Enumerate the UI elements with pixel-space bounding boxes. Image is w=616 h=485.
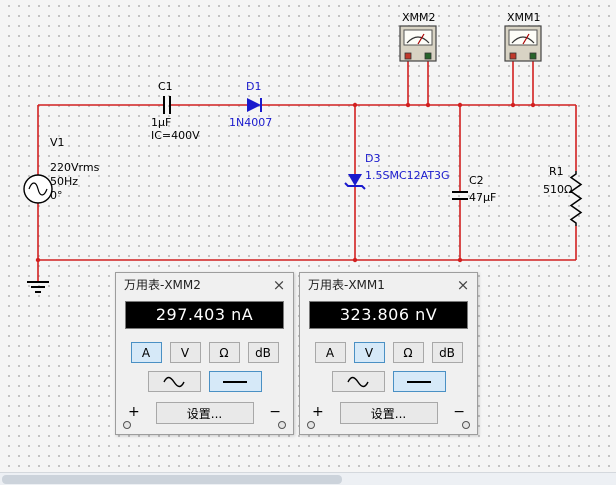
junction-dot (510, 102, 516, 108)
junction-dot (35, 257, 41, 263)
junction-dot (457, 102, 463, 108)
dialog-title: 万用表-XMM1 (308, 278, 385, 292)
xmm1-label: XMM1 (507, 11, 541, 24)
junction-dot (405, 102, 411, 108)
multimeter-xmm2-icon[interactable] (399, 25, 437, 62)
meter-reading-display: 323.806 nV (309, 301, 468, 329)
c1-ref-label: C1 (158, 80, 173, 93)
capacitor-c1-symbol[interactable] (163, 96, 171, 114)
mode-button-amps[interactable]: A (314, 342, 346, 363)
c1-value-label: 1µF (151, 116, 172, 129)
positive-terminal-label: + (128, 404, 140, 420)
sine-wave-icon (163, 376, 185, 387)
xmm2-label: XMM2 (402, 11, 436, 24)
dialog-footer: + 设置... − (116, 402, 293, 426)
ac-mode-button[interactable] (331, 371, 385, 392)
capacitor-c2-symbol[interactable] (452, 191, 468, 200)
resistor-r1-symbol[interactable] (569, 171, 583, 226)
negative-terminal-label: − (453, 404, 465, 420)
close-icon[interactable]: × (272, 275, 286, 294)
negative-jack[interactable] (278, 421, 286, 429)
scrollbar-thumb[interactable] (2, 475, 342, 484)
junction-dot (530, 102, 536, 108)
waveform-button-row (300, 371, 477, 392)
v1-freq-label: 50Hz (50, 175, 79, 188)
r1-ref-label: R1 (549, 165, 564, 178)
dc-line-icon (223, 380, 247, 383)
meter-needle-icon (417, 33, 425, 45)
junction-dot (457, 257, 463, 263)
junction-dot (352, 257, 358, 263)
v1-ref-label: V1 (50, 136, 65, 149)
positive-jack[interactable] (307, 421, 315, 429)
waveform-button-row (116, 371, 293, 392)
d3-part-label: 1.5SMC12AT3G (365, 169, 450, 182)
mode-button-db[interactable]: dB (247, 342, 279, 363)
positive-terminal[interactable] (404, 52, 412, 60)
diode-d1-symbol[interactable] (247, 98, 262, 112)
junction-dot (352, 102, 358, 108)
meter-needle-icon (522, 33, 530, 45)
dialog-footer: + 设置... − (300, 402, 477, 426)
positive-terminal[interactable] (509, 52, 517, 60)
ac-mode-button[interactable] (147, 371, 201, 392)
positive-jack[interactable] (123, 421, 131, 429)
junction-dot (425, 102, 431, 108)
d1-ref-label: D1 (246, 80, 262, 93)
sine-wave-icon (347, 376, 369, 387)
horizontal-scrollbar[interactable] (0, 472, 616, 485)
dc-line-icon (407, 380, 431, 383)
sine-wave-icon (28, 182, 48, 196)
ac-source-symbol[interactable] (23, 174, 53, 204)
r1-value-label: 510Ω (543, 183, 573, 196)
negative-terminal[interactable] (424, 52, 432, 60)
v1-phase-label: 0° (50, 189, 63, 202)
meter-reading-display: 297.403 nA (125, 301, 284, 329)
negative-terminal-label: − (269, 404, 281, 420)
multimeter-dialog-xmm2: 万用表-XMM2 × 297.403 nA A V Ω dB + 设置... − (115, 272, 294, 435)
meter-arc-icon (406, 36, 430, 44)
mode-button-ohms[interactable]: Ω (392, 342, 424, 363)
mode-button-row: A V Ω dB (116, 342, 293, 363)
multimeter-dialog-xmm1: 万用表-XMM1 × 323.806 nV A V Ω dB + 设置... − (299, 272, 478, 435)
positive-terminal-label: + (312, 404, 324, 420)
mode-button-volts[interactable]: V (353, 342, 385, 363)
ground-symbol[interactable] (27, 281, 49, 293)
negative-terminal[interactable] (529, 52, 537, 60)
multimeter-xmm1-icon[interactable] (504, 25, 542, 62)
dialog-titlebar[interactable]: 万用表-XMM1 × (300, 273, 477, 296)
dialog-title: 万用表-XMM2 (124, 278, 201, 292)
v1-value-label: 220Vrms (50, 161, 100, 174)
settings-button[interactable]: 设置... (339, 402, 438, 424)
dc-mode-button[interactable] (392, 371, 446, 392)
mode-button-amps[interactable]: A (130, 342, 162, 363)
mode-button-volts[interactable]: V (169, 342, 201, 363)
close-icon[interactable]: × (456, 275, 470, 294)
c2-value-label: 47µF (469, 191, 497, 204)
mode-button-row: A V Ω dB (300, 342, 477, 363)
negative-jack[interactable] (462, 421, 470, 429)
dc-mode-button[interactable] (208, 371, 262, 392)
mode-button-db[interactable]: dB (431, 342, 463, 363)
c2-ref-label: C2 (469, 174, 484, 187)
meter-arc-icon (511, 36, 535, 44)
c1-ic-label: IC=400V (151, 129, 200, 142)
mode-button-ohms[interactable]: Ω (208, 342, 240, 363)
d3-ref-label: D3 (365, 152, 381, 165)
dialog-titlebar[interactable]: 万用表-XMM2 × (116, 273, 293, 296)
d1-part-label: 1N4007 (229, 116, 273, 129)
zener-d3-symbol[interactable] (344, 174, 366, 190)
settings-button[interactable]: 设置... (155, 402, 254, 424)
